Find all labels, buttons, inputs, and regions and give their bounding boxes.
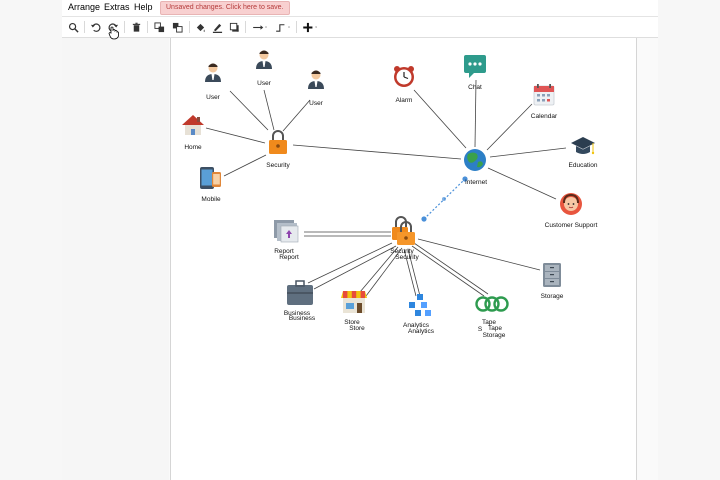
label-business-duplicate: Business [289, 315, 316, 322]
edge-chat-internet[interactable] [474, 79, 477, 148]
to-back-icon[interactable] [170, 20, 184, 34]
customer-support-icon[interactable] [560, 193, 582, 215]
edges [205, 79, 567, 297]
graduation-cap-icon[interactable] [571, 137, 595, 155]
briefcase-icon[interactable] [287, 280, 313, 305]
lock-icon[interactable] [392, 216, 415, 245]
user-icon[interactable] [256, 50, 272, 70]
menubar: Arrange Extras Help Unsaved changes. Cli… [62, 0, 658, 17]
lock-icon[interactable] [269, 130, 287, 154]
edge-business-security2-b[interactable] [313, 245, 397, 290]
label-report-duplicate: Report [279, 254, 299, 261]
left-margin [0, 0, 62, 480]
label-mobile: Mobile [201, 196, 221, 203]
editor-window: Arrange Extras Help Unsaved changes. Cli… [62, 0, 658, 480]
menu-help[interactable]: Help [134, 2, 153, 12]
edge-handle-end[interactable] [462, 176, 468, 182]
edge-analytics-security2-b[interactable] [407, 248, 421, 297]
line-color-icon[interactable] [210, 20, 224, 34]
label-report: Report [274, 248, 294, 255]
node-labels: User User User Home Mobile Security Alar… [184, 80, 598, 339]
label-store: Store [344, 319, 360, 326]
insert-icon[interactable] [301, 20, 321, 34]
label-analytics-duplicate: Analytics [408, 328, 435, 335]
label-chat: Chat [468, 84, 482, 91]
edge-mobile-security1[interactable] [223, 154, 267, 177]
shadow-icon[interactable] [227, 20, 241, 34]
edge-home-security1[interactable] [205, 127, 266, 144]
edge-analytics-security2-a[interactable] [403, 248, 417, 297]
edge-handle-start[interactable] [421, 216, 427, 222]
canvas-gutter [62, 38, 169, 480]
label-security: Security [390, 248, 414, 255]
menu-extras[interactable]: Extras [104, 2, 130, 12]
store-icon[interactable] [341, 291, 367, 313]
edge-security1-internet[interactable] [292, 144, 462, 160]
label-internet: Internet [465, 179, 487, 186]
connection-icon[interactable] [250, 20, 270, 34]
waypoints-icon[interactable] [273, 20, 293, 34]
edge-user2-security1[interactable] [263, 89, 275, 131]
diagram-page[interactable] [170, 38, 637, 480]
report-icon[interactable] [274, 220, 299, 243]
edge-user1-security1[interactable] [229, 90, 269, 131]
label-analytics: Analytics [403, 322, 430, 329]
undo-icon[interactable] [88, 20, 102, 34]
label-education: Education [569, 162, 598, 169]
label-tape-storage: Storage [483, 332, 506, 339]
globe-icon[interactable] [464, 149, 486, 171]
edge-business-security2-a[interactable] [307, 242, 393, 284]
to-front-icon[interactable] [152, 20, 166, 34]
delete-icon[interactable] [129, 20, 143, 34]
label-home: Home [184, 144, 202, 151]
edge-user3-security1[interactable] [282, 99, 311, 132]
right-margin [658, 0, 720, 480]
alarm-clock-icon[interactable] [394, 66, 414, 87]
calendar-icon[interactable] [533, 84, 555, 106]
label-alarm: Alarm [396, 97, 413, 104]
label-tape-fragment: S [478, 326, 483, 333]
edge-tape-security2-b[interactable] [413, 242, 489, 295]
hand-cursor-icon [108, 26, 119, 40]
edge-store-security2-a[interactable] [359, 246, 399, 293]
label-user: User [309, 100, 324, 107]
edge-store-security2-b[interactable] [365, 247, 403, 297]
label-business: Business [284, 310, 311, 317]
user-icon[interactable] [205, 63, 221, 83]
menu-arrange[interactable]: Arrange [68, 2, 101, 12]
home-icon[interactable] [182, 115, 204, 135]
fill-color-icon[interactable] [193, 20, 207, 34]
mobile-icon[interactable] [200, 167, 221, 189]
label-security-duplicate: Security [395, 254, 419, 261]
edge-handle-mid[interactable] [442, 197, 446, 201]
label-tape: Tape [482, 319, 496, 326]
storage-cabinet-icon[interactable] [543, 263, 561, 287]
label-customer-support: Customer Support [545, 222, 598, 229]
edge-support-internet[interactable] [487, 167, 557, 200]
label-user: User [257, 80, 272, 87]
edge-calendar-internet[interactable] [486, 103, 533, 151]
analytics-icon[interactable] [409, 294, 431, 316]
label-security: Security [266, 162, 290, 169]
tape-reels-icon[interactable] [475, 296, 509, 312]
edge-education-internet[interactable] [489, 147, 567, 158]
zoom-icon[interactable] [66, 20, 80, 34]
label-tape-duplicate: Tape [488, 325, 502, 332]
label-store-duplicate: Store [349, 325, 365, 332]
user-icon[interactable] [308, 70, 324, 90]
label-calendar: Calendar [531, 113, 558, 120]
edge-security2-storage[interactable] [417, 238, 541, 271]
label-storage: Storage [541, 293, 564, 300]
edge-tape-security2-a[interactable] [411, 245, 485, 297]
unsaved-changes-notice[interactable]: Unsaved changes. Click here to save. [160, 1, 290, 15]
edge-alarm-internet[interactable] [413, 89, 467, 149]
label-user: User [206, 94, 221, 101]
chat-icon[interactable] [464, 55, 486, 78]
